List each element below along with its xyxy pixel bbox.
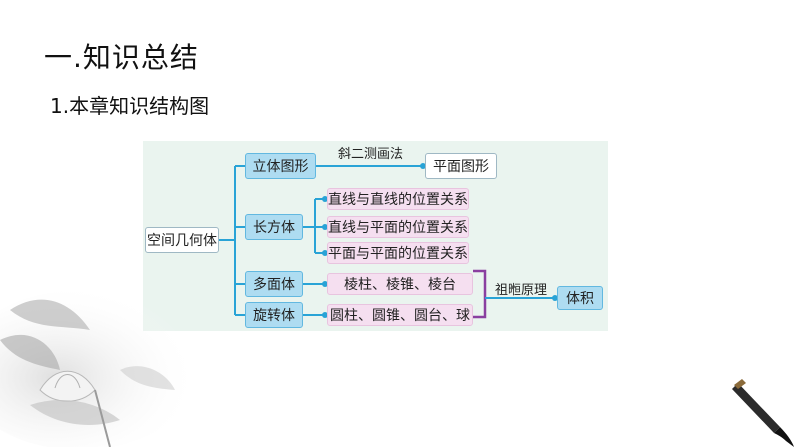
relation-plane-plane: 平面与平面的位置关系: [327, 242, 469, 264]
root-node: 空间几何体: [145, 227, 219, 253]
branch-polyhedron: 多面体: [245, 271, 303, 297]
slide-title: 一.知识总结: [44, 41, 199, 74]
knowledge-structure-diagram: 空间几何体 立体图形 斜二测画法 平面图形 长方体 直线与直线的位置关系 直线与…: [143, 141, 608, 331]
volume-node: 体积: [557, 286, 603, 310]
plane-figure-node: 平面图形: [425, 153, 497, 179]
slide-subtitle: 1.本章知识结构图: [50, 94, 210, 118]
edge-label-oblique-drawing: 斜二测画法: [338, 147, 404, 162]
branch-solid-of-revolution: 旋转体: [245, 302, 303, 328]
relation-line-plane: 直线与平面的位置关系: [327, 216, 469, 238]
relation-line-line: 直线与直线的位置关系: [327, 188, 469, 210]
brush-decoration-icon: [732, 379, 794, 447]
branch-cuboid: 长方体: [245, 214, 303, 240]
connector-lines: [219, 163, 558, 319]
polyhedra-types: 棱柱、棱锥、棱台: [327, 273, 473, 295]
revolution-types: 圆柱、圆锥、圆台、球: [327, 304, 473, 326]
lotus-decoration-icon: [0, 290, 200, 447]
edge-label-zugeng-principle: 祖暅原理: [495, 283, 548, 298]
branch-solid-figure: 立体图形: [245, 153, 316, 179]
